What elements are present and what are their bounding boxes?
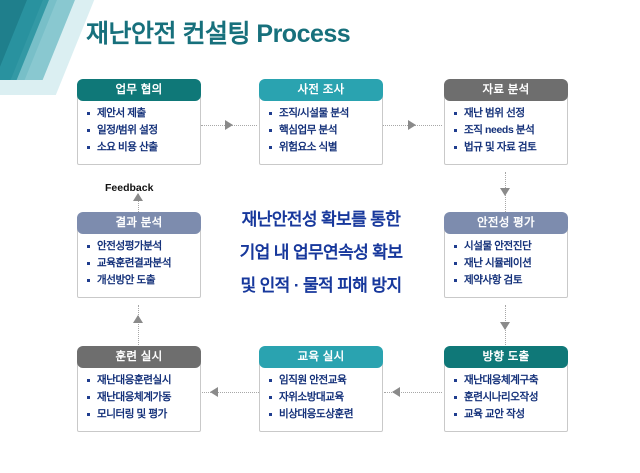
list-item: 임직원 안전교육 bbox=[268, 372, 378, 389]
list-item: 비상대응도상훈련 bbox=[268, 406, 378, 423]
center-message: 재난안전성 확보를 통한 기업 내 업무연속성 확보 및 인적 · 물적 피해 … bbox=[203, 203, 439, 302]
arrow-up-icon bbox=[133, 193, 143, 201]
step-card-방향도출[interactable]: 방향 도출 재난대응체계구축 훈련시나리오작성 교육 교안 작성 bbox=[444, 346, 568, 432]
step-body: 안전성평가분석 교육훈련결과분석 개선방안 도출 bbox=[77, 229, 201, 298]
list-item: 안전성평가분석 bbox=[86, 238, 196, 255]
list-item: 소요 비용 산출 bbox=[86, 139, 196, 156]
list-item: 조직 needs 분석 bbox=[453, 122, 563, 139]
step-body: 제안서 제출 일정/범위 설정 소요 비용 산출 bbox=[77, 96, 201, 165]
step-card-자료분석[interactable]: 자료 분석 재난 범위 선정 조직 needs 분석 법규 및 자료 검토 bbox=[444, 79, 568, 165]
arrow-right-icon bbox=[225, 120, 233, 130]
step-card-훈련실시[interactable]: 훈련 실시 재난대응훈련실시 재난대응체계가동 모니터링 및 평가 bbox=[77, 346, 201, 432]
list-item: 모니터링 및 평가 bbox=[86, 406, 196, 423]
list-item: 개선방안 도출 bbox=[86, 272, 196, 289]
step-header: 훈련 실시 bbox=[77, 346, 201, 368]
list-item: 일정/범위 설정 bbox=[86, 122, 196, 139]
step-card-안전성평가[interactable]: 안전성 평가 시설물 안전진단 재난 시뮬레이션 제약사항 검토 bbox=[444, 212, 568, 298]
list-item: 조직/시설물 분석 bbox=[268, 105, 378, 122]
list-item: 교육훈련결과분석 bbox=[86, 255, 196, 272]
center-message-line: 및 인적 · 물적 피해 방지 bbox=[240, 276, 402, 295]
arrow-left-icon bbox=[392, 387, 400, 397]
list-item: 제약사항 검토 bbox=[453, 272, 563, 289]
step-header: 교육 실시 bbox=[259, 346, 383, 368]
step-header: 자료 분석 bbox=[444, 79, 568, 101]
arrow-up-icon bbox=[133, 315, 143, 323]
arrow-down-icon bbox=[500, 322, 510, 330]
list-item: 재난대응체계구축 bbox=[453, 372, 563, 389]
list-item: 법규 및 자료 검토 bbox=[453, 139, 563, 156]
step-header: 결과 분석 bbox=[77, 212, 201, 234]
step-card-결과분석[interactable]: 결과 분석 안전성평가분석 교육훈련결과분석 개선방안 도출 bbox=[77, 212, 201, 298]
arrow-right-icon bbox=[408, 120, 416, 130]
step-card-사전조사[interactable]: 사전 조사 조직/시설물 분석 핵심업무 분석 위험요소 식별 bbox=[259, 79, 383, 165]
step-card-교육실시[interactable]: 교육 실시 임직원 안전교육 자위소방대교육 비상대응도상훈련 bbox=[259, 346, 383, 432]
step-header: 사전 조사 bbox=[259, 79, 383, 101]
arrow-down-icon bbox=[500, 188, 510, 196]
connector-step6-step7 bbox=[202, 392, 259, 393]
list-item: 재난대응체계가동 bbox=[86, 389, 196, 406]
step-header: 방향 도출 bbox=[444, 346, 568, 368]
connector-step7-step8 bbox=[138, 305, 139, 357]
step-card-업무협의[interactable]: 업무 협의 제안서 제출 일정/범위 설정 소요 비용 산출 bbox=[77, 79, 201, 165]
step-body: 재난대응훈련실시 재난대응체계가동 모니터링 및 평가 bbox=[77, 363, 201, 432]
list-item: 재난대응훈련실시 bbox=[86, 372, 196, 389]
list-item: 핵심업무 분석 bbox=[268, 122, 378, 139]
connector-step5-step6 bbox=[384, 392, 442, 393]
step-body: 시설물 안전진단 재난 시뮬레이션 제약사항 검토 bbox=[444, 229, 568, 298]
connector-step3-step4 bbox=[505, 172, 506, 222]
list-item: 교육 교안 작성 bbox=[453, 406, 563, 423]
step-body: 재난대응체계구축 훈련시나리오작성 교육 교안 작성 bbox=[444, 363, 568, 432]
list-item: 재난 범위 선정 bbox=[453, 105, 563, 122]
page-title: 재난안전 컨설팅 Process bbox=[86, 20, 351, 48]
list-item: 위험요소 식별 bbox=[268, 139, 378, 156]
list-item: 훈련시나리오작성 bbox=[453, 389, 563, 406]
list-item: 자위소방대교육 bbox=[268, 389, 378, 406]
step-body: 재난 범위 선정 조직 needs 분석 법규 및 자료 검토 bbox=[444, 96, 568, 165]
center-message-line: 기업 내 업무연속성 확보 bbox=[239, 243, 403, 262]
list-item: 재난 시뮬레이션 bbox=[453, 255, 563, 272]
feedback-label: Feedback bbox=[105, 182, 154, 194]
step-body: 임직원 안전교육 자위소방대교육 비상대응도상훈련 bbox=[259, 363, 383, 432]
list-item: 제안서 제출 bbox=[86, 105, 196, 122]
connector-step8-feedback bbox=[138, 194, 139, 222]
step-body: 조직/시설물 분석 핵심업무 분석 위험요소 식별 bbox=[259, 96, 383, 165]
arrow-left-icon bbox=[210, 387, 218, 397]
step-header: 안전성 평가 bbox=[444, 212, 568, 234]
connector-step4-step5 bbox=[505, 305, 506, 357]
list-item: 시설물 안전진단 bbox=[453, 238, 563, 255]
step-header: 업무 협의 bbox=[77, 79, 201, 101]
center-message-line: 재난안전성 확보를 통한 bbox=[241, 210, 401, 229]
